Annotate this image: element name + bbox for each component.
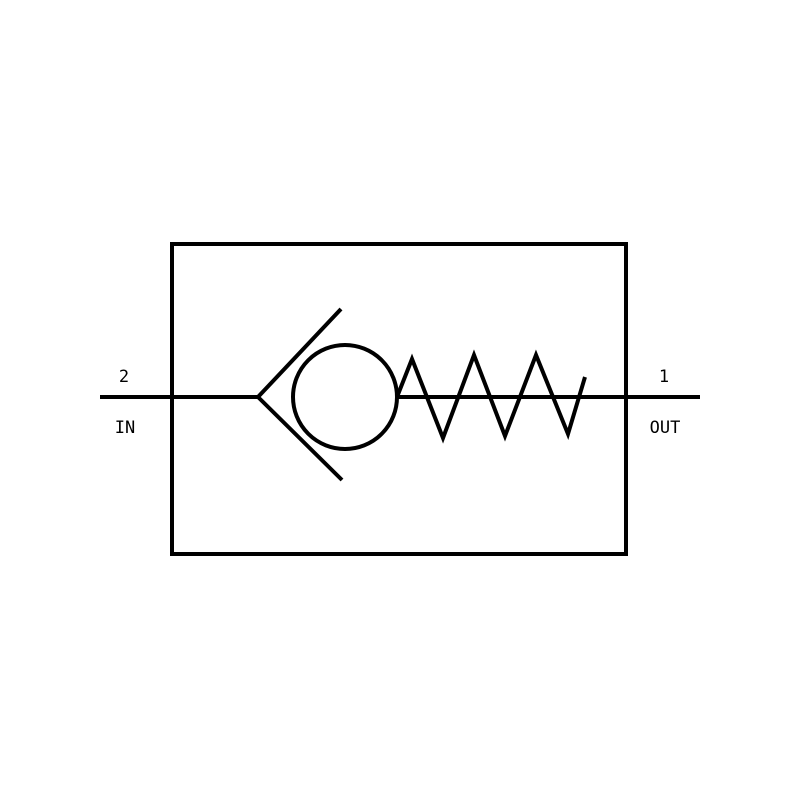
outlet-port-name: OUT xyxy=(650,418,681,438)
inlet-port-number: 2 xyxy=(119,367,129,387)
inlet-port-name: IN xyxy=(115,418,135,438)
check-ball xyxy=(291,343,399,451)
outlet-port-number: 1 xyxy=(659,367,669,387)
valve-seat xyxy=(255,307,344,482)
